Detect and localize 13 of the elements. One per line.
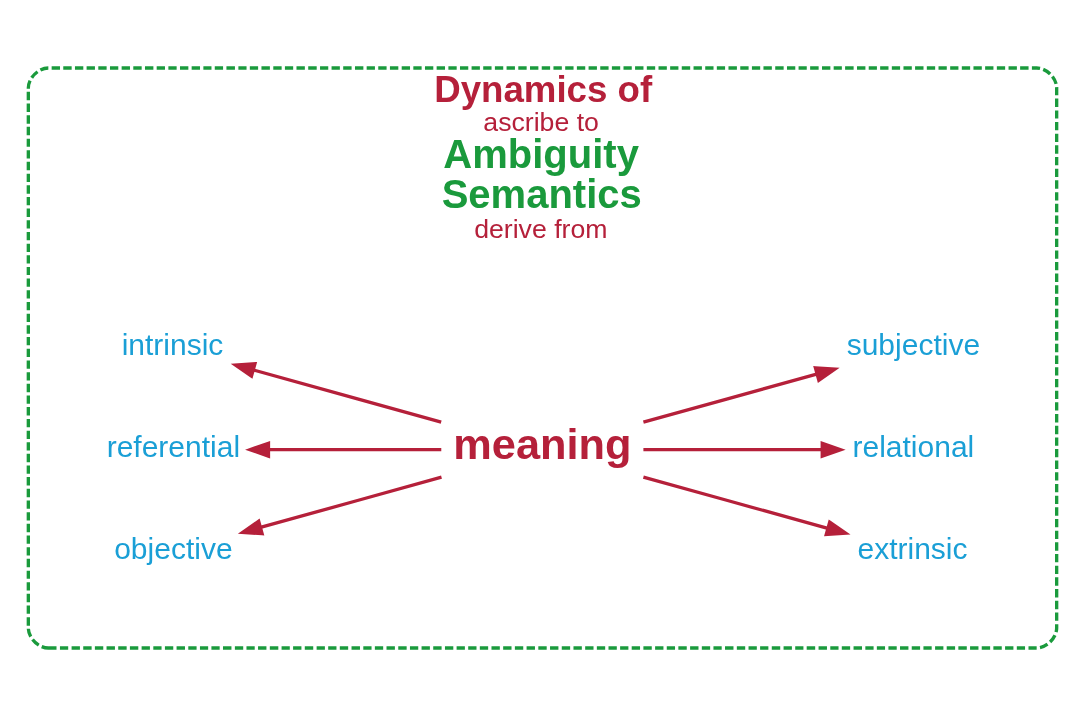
node-text: subjective <box>846 327 981 361</box>
arrow <box>237 475 442 535</box>
node-text: extrinsic <box>857 531 968 565</box>
arrow <box>643 440 846 458</box>
node-text: objective <box>114 531 233 565</box>
arrow <box>245 440 442 458</box>
node-text: referential <box>106 429 241 463</box>
node-text: meaning <box>453 419 632 467</box>
node-text: relational <box>852 429 975 463</box>
arrow <box>230 361 442 424</box>
node-text: intrinsic <box>121 327 224 361</box>
arrow <box>642 365 840 424</box>
arrow <box>642 475 851 536</box>
